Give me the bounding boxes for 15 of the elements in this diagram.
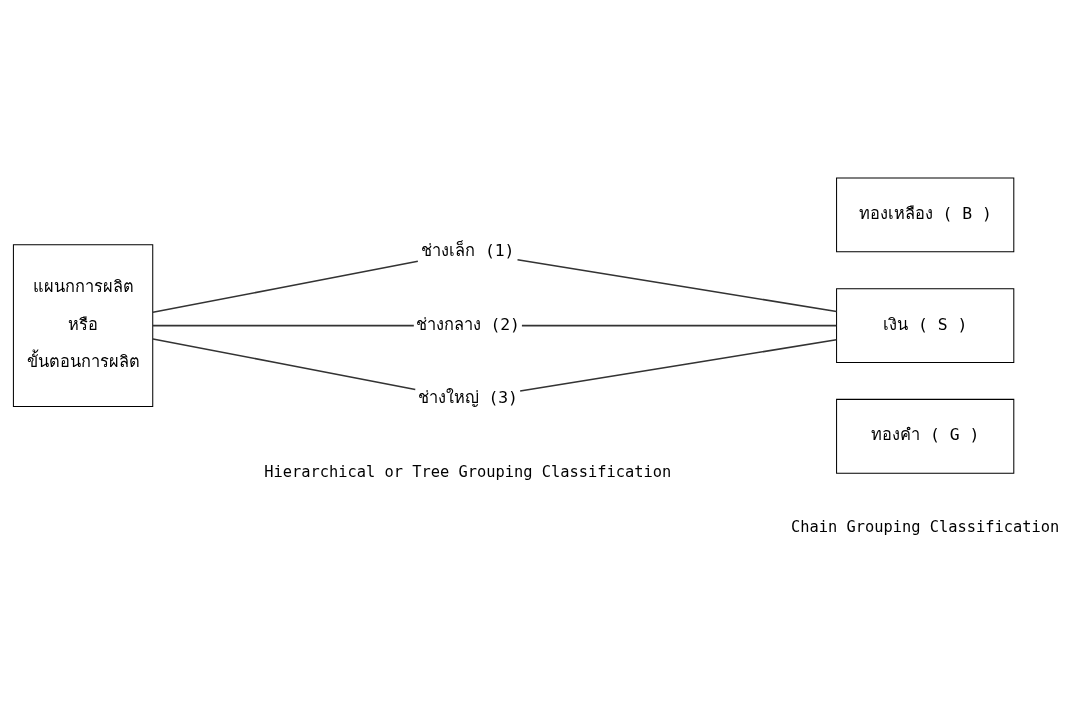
connector [516,258,838,312]
node-box: ทองคำ ( G ) [836,398,1015,474]
connector [521,324,838,326]
label: Chain Grouping Classification [791,517,1060,536]
connector [152,260,419,313]
node-box: เงิน ( S ) [836,287,1015,363]
node-text: ช่างใหญ่ (3) [417,387,518,407]
node-text: ช่างเล็ก (1) [421,240,515,260]
label: Hierarchical or Tree Grouping Classification [264,462,672,481]
connector [152,337,417,390]
node-box: แผนกการผลิต หรือ ขั้นตอนการผลิต [12,243,154,407]
node-text: ช่างกลาง (2) [415,314,520,334]
node-box: ทองเหลือง ( B ) [836,177,1015,252]
connector [519,338,838,392]
connector [152,324,415,326]
